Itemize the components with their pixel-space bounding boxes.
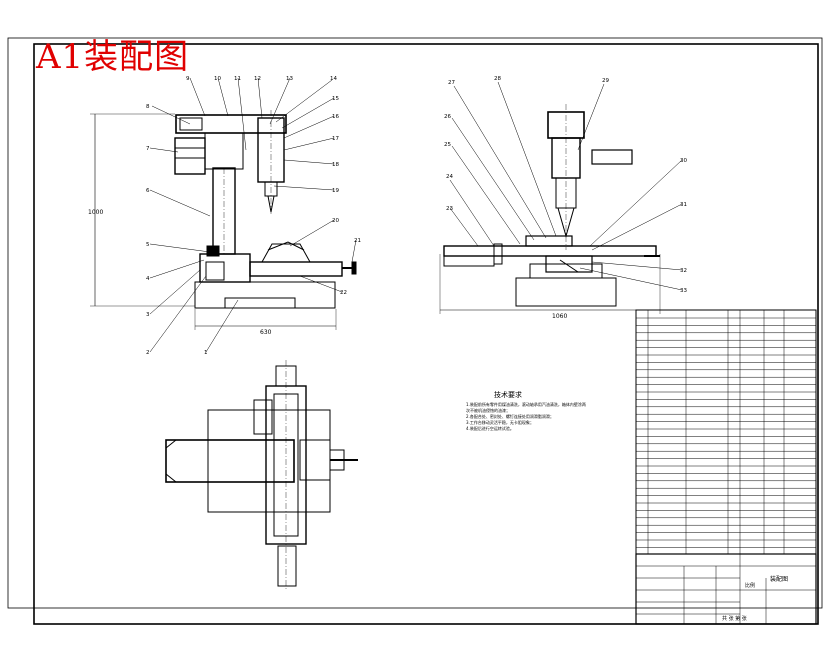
balloon-number: 17 [332, 136, 339, 142]
balloon-number: 7 [146, 146, 150, 152]
balloon-number: 14 [330, 76, 337, 82]
balloon-number: 20 [332, 218, 339, 224]
requirement-line: 2.各配合处、密封处、螺钉连接处用润滑脂润滑； [466, 414, 554, 419]
width-dimension-text: 630 [260, 329, 272, 336]
balloon-number: 15 [332, 96, 339, 102]
outer-border [7, 37, 823, 609]
technical-requirements-title: 技术要求 [494, 391, 522, 399]
balloon-number: 5 [146, 242, 150, 248]
side-view [439, 104, 661, 314]
balloon-number: 1 [204, 350, 208, 356]
balloon-number: 29 [602, 78, 609, 84]
title-block [635, 553, 817, 625]
requirement-line: 次不被机油侵蚀的油漆； [466, 408, 510, 413]
balloon-number: 18 [332, 162, 339, 168]
requirement-line: 3.工作台移动灵活平稳，无卡阻现象； [466, 420, 534, 425]
balloon-number: 22 [340, 290, 347, 296]
balloon-number: 3 [146, 312, 150, 318]
balloon-number: 19 [332, 188, 339, 194]
balloon-number: 33 [680, 288, 687, 294]
parts-list [635, 309, 817, 555]
side-width-dimension-text: 1060 [552, 313, 567, 320]
balloon-number: 8 [146, 104, 150, 110]
requirement-line: 4.装配后进行空运转试验。 [466, 426, 514, 431]
balloon-number: 6 [146, 188, 150, 194]
balloon-number: 11 [234, 76, 241, 82]
inner-border [33, 43, 819, 625]
balloon-number: 23 [446, 206, 453, 212]
balloon-number: 4 [146, 276, 150, 282]
balloon-number: 24 [446, 174, 453, 180]
balloon-number: 31 [680, 202, 687, 208]
balloon-number: 9 [186, 76, 190, 82]
balloon-number: 16 [332, 114, 339, 120]
title-block-scale-label: 比例 [745, 583, 756, 589]
title-block-sheet-label: 共 张 第 张 [722, 616, 747, 622]
balloon-number: 10 [214, 76, 221, 82]
side-view-leaders [449, 81, 683, 291]
balloon-number: 27 [448, 80, 455, 86]
front-view-leaders [149, 77, 357, 353]
front-view [90, 110, 357, 330]
balloon-number: 30 [680, 158, 687, 164]
balloon-number: 32 [680, 268, 687, 274]
height-dimension-text: 1000 [88, 209, 103, 216]
balloon-number: 12 [254, 76, 261, 82]
balloon-number: 26 [444, 114, 451, 120]
title-block-drawing-name: 装配图 [770, 576, 789, 583]
sheet-size-title: A1装配图 [36, 37, 190, 77]
top-view [165, 360, 358, 590]
balloon-number: 2 [146, 350, 150, 356]
requirement-line: 1.装配前所有零件用煤油清洗，滚动轴承用汽油清洗，箱体内壁涂两 [466, 402, 586, 407]
balloon-number: 13 [286, 76, 293, 82]
balloon-number: 25 [444, 142, 451, 148]
balloon-number: 21 [354, 238, 361, 244]
balloon-number: 28 [494, 76, 501, 82]
technical-requirements-notes: 1.装配前所有零件用煤油清洗，滚动轴承用汽油清洗，箱体内壁涂两 次不被机油侵蚀的… [466, 402, 586, 432]
